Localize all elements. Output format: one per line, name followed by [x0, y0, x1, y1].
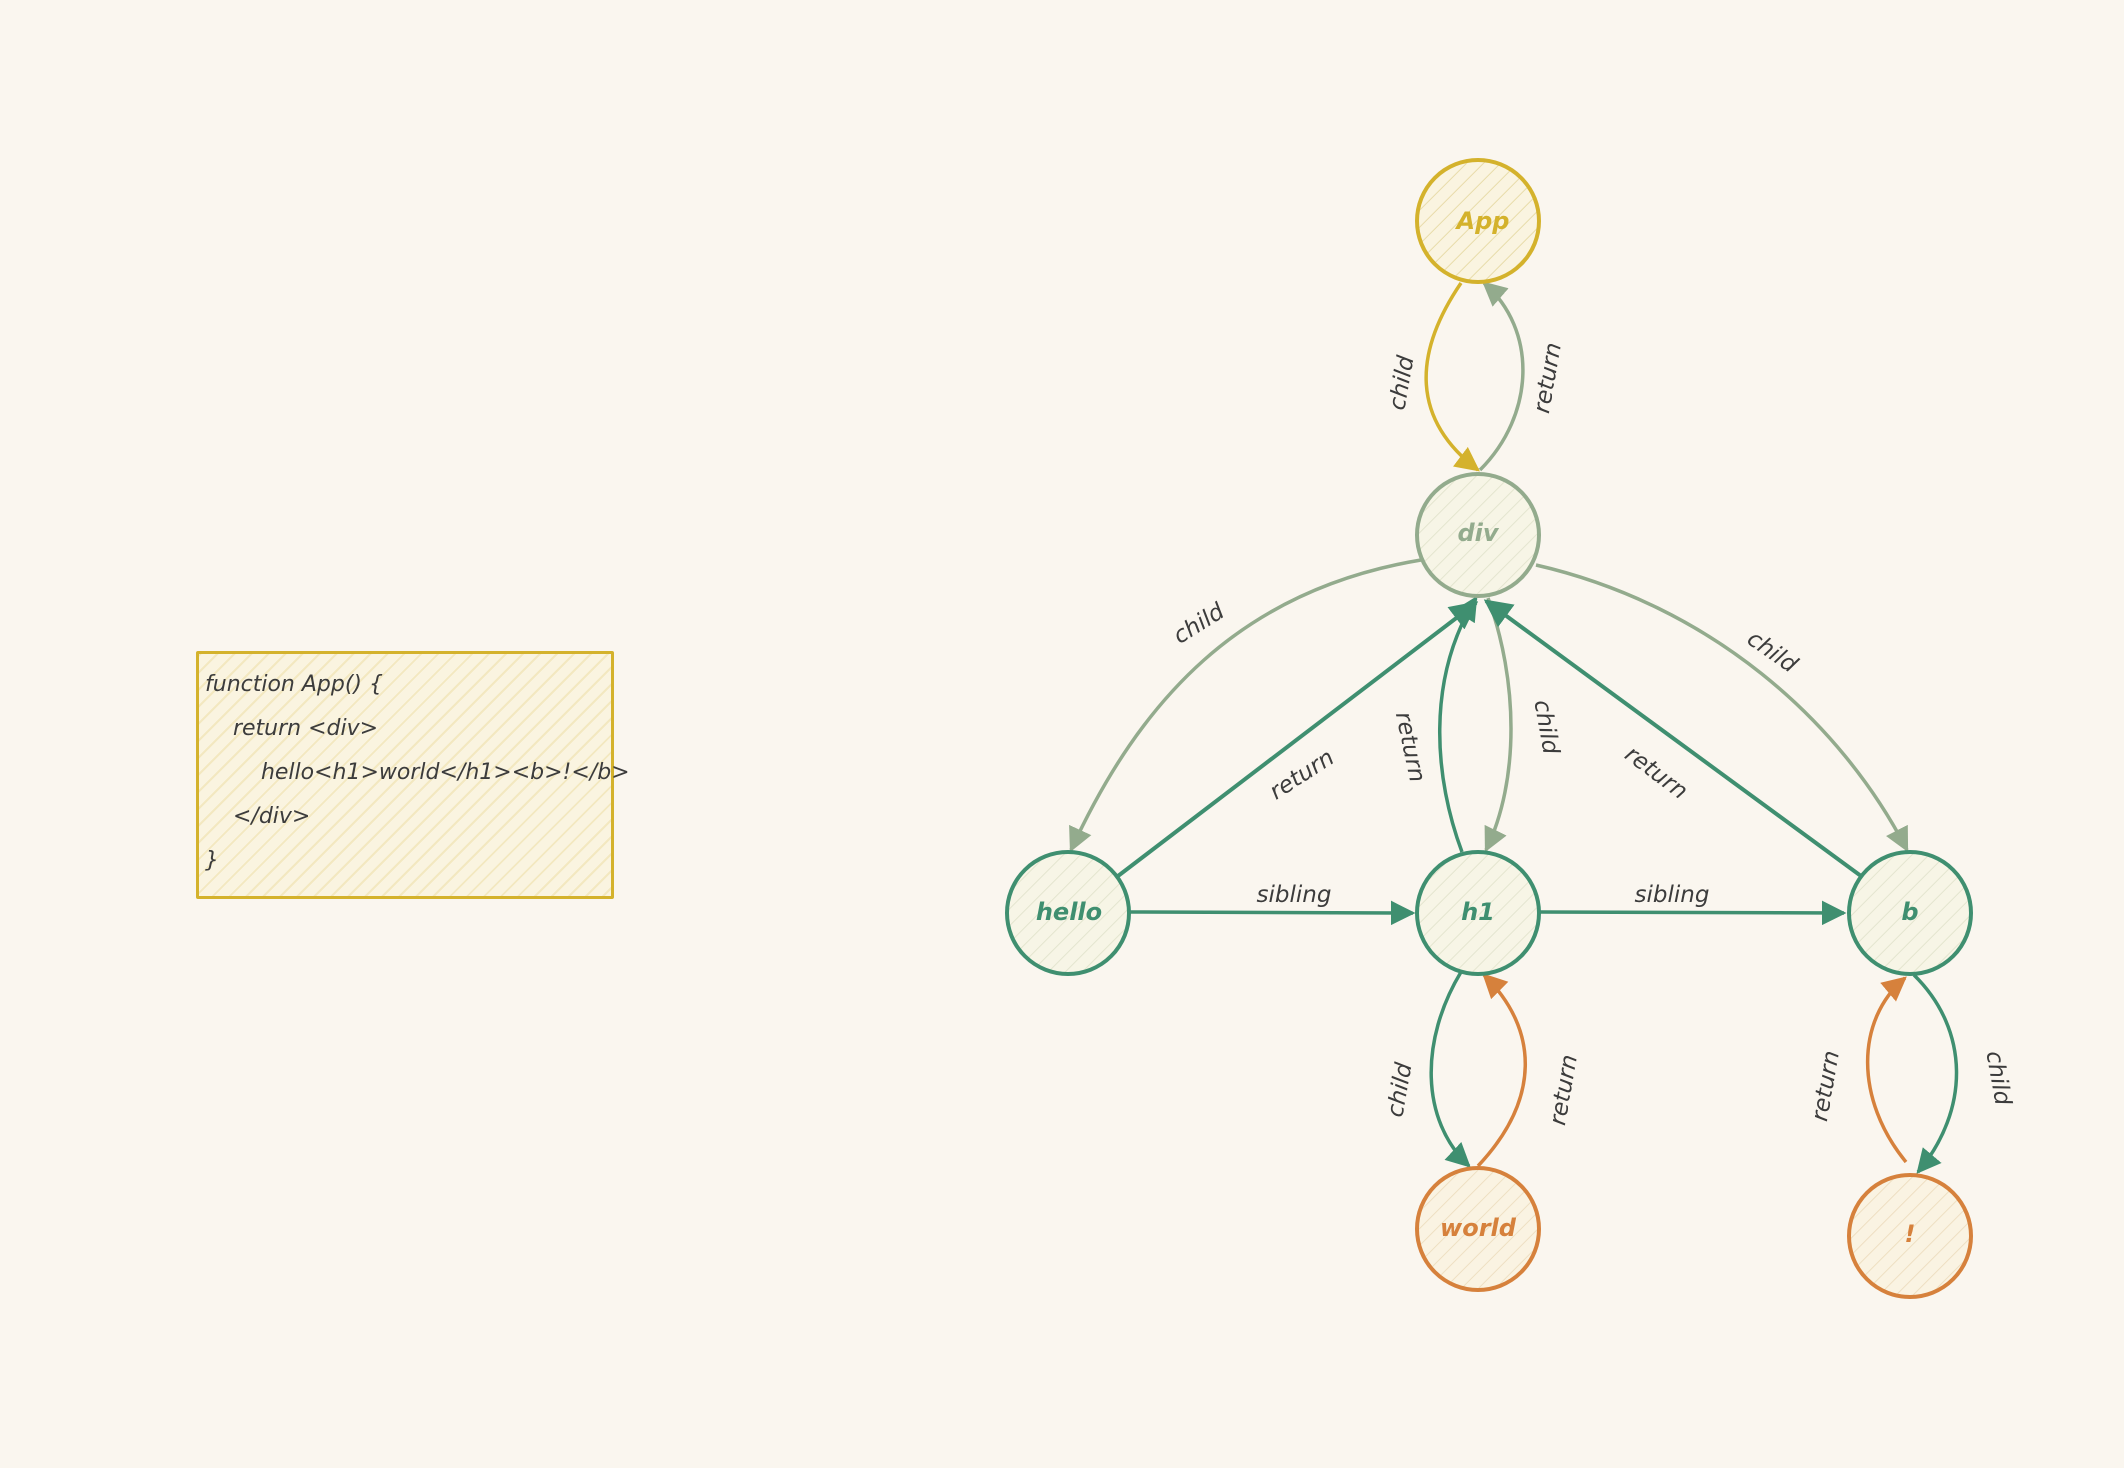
- edge-label-div-b-child: child: [1742, 626, 1802, 679]
- edge-bang-b-return: [1865, 976, 1908, 1164]
- node-label-bang: !: [1905, 1220, 1916, 1248]
- code-line: function App() {: [205, 672, 383, 697]
- node-label-app: App: [1455, 207, 1510, 235]
- node-app: App: [1415, 158, 1541, 284]
- edge-label-h1-div-return: return: [1390, 709, 1430, 784]
- code-line: hello<h1>world</h1><b>!</b>: [205, 760, 630, 785]
- edges: [1069, 281, 1959, 1174]
- edge-app-div-child: [1424, 282, 1480, 472]
- edge-label-div-h1-child: child: [1528, 698, 1563, 757]
- edge-h1-b-sibling: [1539, 900, 1847, 926]
- code-line: }: [205, 848, 219, 873]
- edge-world-h1-return: [1476, 973, 1527, 1168]
- edge-div-app-return: [1478, 281, 1525, 472]
- node-bang: !: [1847, 1173, 1973, 1299]
- edge-label-bang-b-return: return: [1807, 1049, 1845, 1124]
- edge-label-h1-world-child: child: [1382, 1060, 1417, 1119]
- node-label-h1: h1: [1461, 898, 1495, 926]
- edge-b-bang-child: [1912, 973, 1959, 1174]
- node-h1: h1: [1415, 850, 1541, 976]
- edge-label-app-div-child: child: [1384, 353, 1419, 412]
- edge-div-b-child: [1535, 563, 1909, 853]
- edge-label-h1-b-sibling: sibling: [1635, 882, 1710, 908]
- node-div: div: [1415, 472, 1541, 598]
- code-line: </div>: [205, 804, 311, 829]
- node-b: b: [1847, 850, 1973, 976]
- node-label-div: div: [1457, 519, 1499, 547]
- edge-label-div-app-return: return: [1529, 341, 1567, 416]
- edge-label-b-bang-child: child: [1980, 1049, 2015, 1108]
- node-label-b: b: [1901, 898, 1918, 926]
- edge-b-div-return: [1483, 599, 1863, 878]
- edge-div-h1-child: [1484, 597, 1513, 853]
- edge-h1-world-child: [1429, 971, 1471, 1168]
- node-label-world: world: [1440, 1214, 1517, 1242]
- edge-hello-h1-sibling: [1129, 900, 1416, 926]
- node-hello: hello: [1005, 850, 1131, 976]
- edge-div-hello-child: [1069, 558, 1422, 853]
- code-line: return <div>: [205, 716, 379, 741]
- node-world: world: [1415, 1166, 1541, 1292]
- edge-label-b-div-return: return: [1620, 741, 1693, 805]
- edge-hello-div-return: [1116, 601, 1479, 878]
- edge-labels: child return child return return child r…: [1169, 341, 2016, 1128]
- node-label-hello: hello: [1036, 898, 1102, 926]
- edge-label-world-h1-return: return: [1545, 1053, 1583, 1128]
- edge-label-div-hello-child: child: [1169, 598, 1229, 649]
- edge-label-hello-h1-sibling: sibling: [1257, 882, 1332, 908]
- edge-h1-div-return: [1438, 595, 1478, 853]
- code-snippet-box: function App() { return <div> hello<h1>w…: [196, 651, 630, 899]
